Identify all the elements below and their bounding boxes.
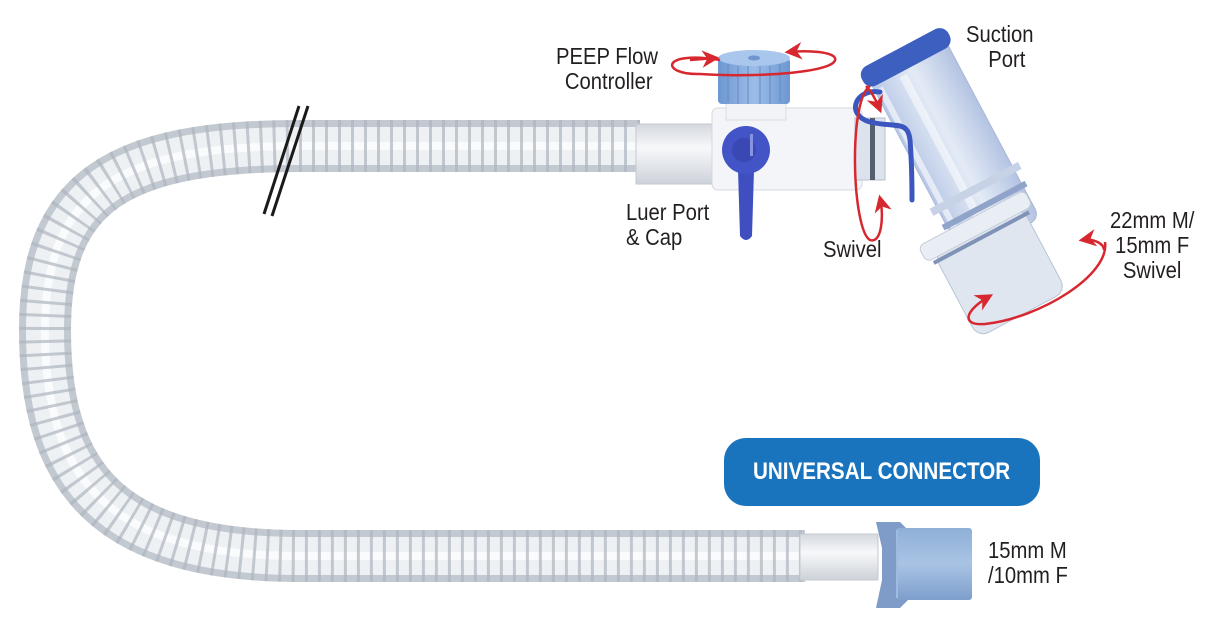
rotation-arrows [671, 42, 1107, 326]
suction-port-label: Suction Port [966, 22, 1034, 72]
swivel22-label-line2: 15mm F [1115, 232, 1190, 258]
suction-port [853, 28, 1037, 256]
bottom-sleeve [799, 533, 879, 581]
luer-label-line1: Luer Port [626, 199, 710, 225]
swivel22-label-line1: 22mm M/ [1110, 207, 1195, 233]
peep-flow-controller-label: PEEP Flow Controller [556, 44, 658, 94]
universal-connector-icon [876, 522, 972, 608]
break-mark [262, 105, 310, 217]
swivel22-label-line3: Swivel [1122, 257, 1182, 283]
corrugated-tube [18, 120, 805, 582]
luer-cap-icon [722, 126, 770, 240]
suction-label-line2: Port [988, 46, 1026, 72]
swivel22-rotation-arrow-icon [967, 241, 1107, 326]
universal-connector-badge-text: UNIVERSAL CONNECTOR [753, 458, 1011, 485]
top-sleeve [635, 123, 713, 185]
peep-cap-icon [718, 50, 790, 104]
connector-label-line1: 15mm M [988, 537, 1067, 563]
connector-label-line2: /10mm F [988, 562, 1068, 588]
universal-connector-badge: UNIVERSAL CONNECTOR [724, 438, 1040, 506]
peep-label-line2: Controller [564, 68, 653, 94]
luer-port-cap-label: Luer Port & Cap [626, 200, 709, 250]
peep-rotation-arrow-icon [671, 42, 837, 77]
swivel-22mm [919, 191, 1063, 335]
peep-label-line1: PEEP Flow [556, 43, 658, 69]
luer-label-line2: & Cap [626, 224, 683, 250]
swivel-rotation-arrow-icon [853, 84, 892, 242]
swivel-22mm-label: 22mm M/ 15mm F Swivel [1110, 208, 1194, 283]
connector-size-label: 15mm M /10mm F [988, 538, 1068, 588]
swivel-label: Swivel [823, 236, 882, 262]
suction-label-line1: Suction [966, 21, 1034, 47]
